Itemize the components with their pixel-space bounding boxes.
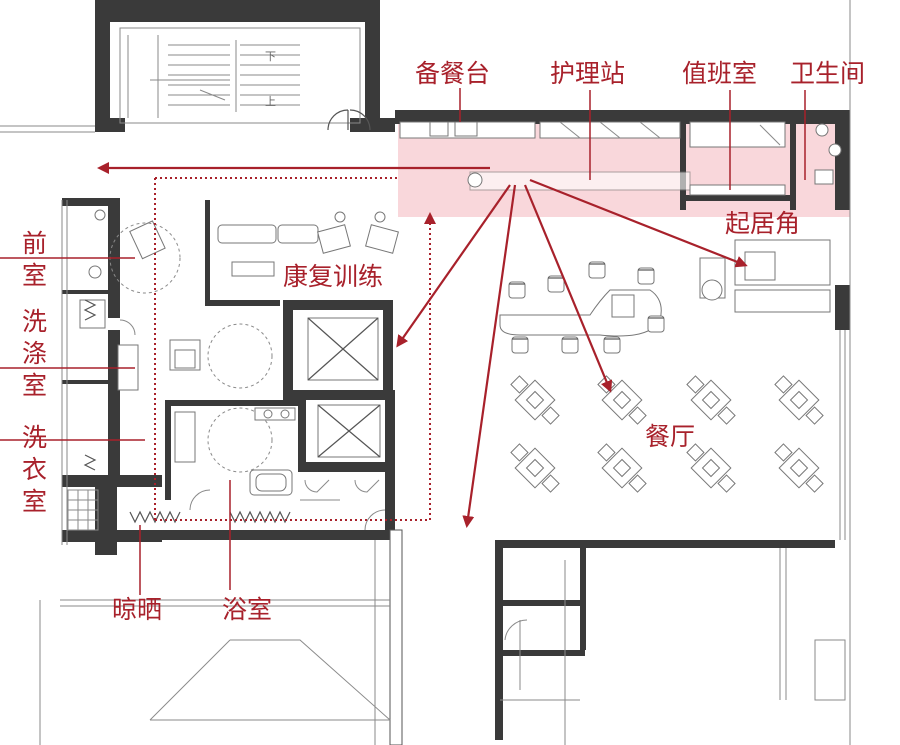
label-duty-room: 值班室 — [682, 59, 757, 88]
leader-lines — [0, 88, 806, 595]
circulation-loop — [154, 177, 436, 521]
labels: 备餐台 护理站 值班室 卫生间 起居角 前 室 洗 涤 室 洗 衣 室 康复训练… — [22, 59, 865, 624]
label-nurse-station: 护理站 — [550, 59, 625, 88]
label-restroom: 卫生间 — [790, 59, 865, 88]
lounge-furniture — [699, 239, 831, 313]
stair-down-mark: 下 — [265, 50, 276, 63]
label-wash-line3: 室 — [22, 371, 47, 400]
label-drying: 晾晒 — [112, 595, 162, 624]
label-laundry-line3: 室 — [22, 487, 47, 516]
label-lounge-corner: 起居角 — [725, 209, 800, 238]
label-wash-line2: 涤 — [22, 339, 47, 368]
dining-counter — [499, 261, 665, 354]
bath-fixtures — [67, 209, 296, 531]
door-swings — [119, 319, 528, 641]
drying-rack — [83, 299, 291, 524]
label-laundry-line2: 衣 — [22, 455, 47, 484]
rehab-equipment — [217, 211, 399, 277]
thin-lines — [0, 0, 851, 745]
flow-arrows — [97, 162, 748, 528]
counters — [399, 121, 842, 196]
stair-up-mark: 上 — [265, 95, 276, 108]
label-anteroom-line2: 室 — [22, 261, 47, 290]
walls — [0, 110, 850, 745]
stairwell: 下 上 — [95, 0, 395, 132]
label-bathroom: 浴室 — [222, 595, 272, 624]
label-rehab: 康复训练 — [283, 262, 383, 291]
label-anteroom-line1: 前 — [22, 229, 47, 258]
label-wash-line1: 洗 — [22, 307, 47, 336]
elevators — [307, 317, 381, 458]
label-laundry-line1: 洗 — [22, 423, 47, 452]
label-prep-counter: 备餐台 — [415, 59, 490, 88]
label-dining: 餐厅 — [645, 422, 695, 451]
